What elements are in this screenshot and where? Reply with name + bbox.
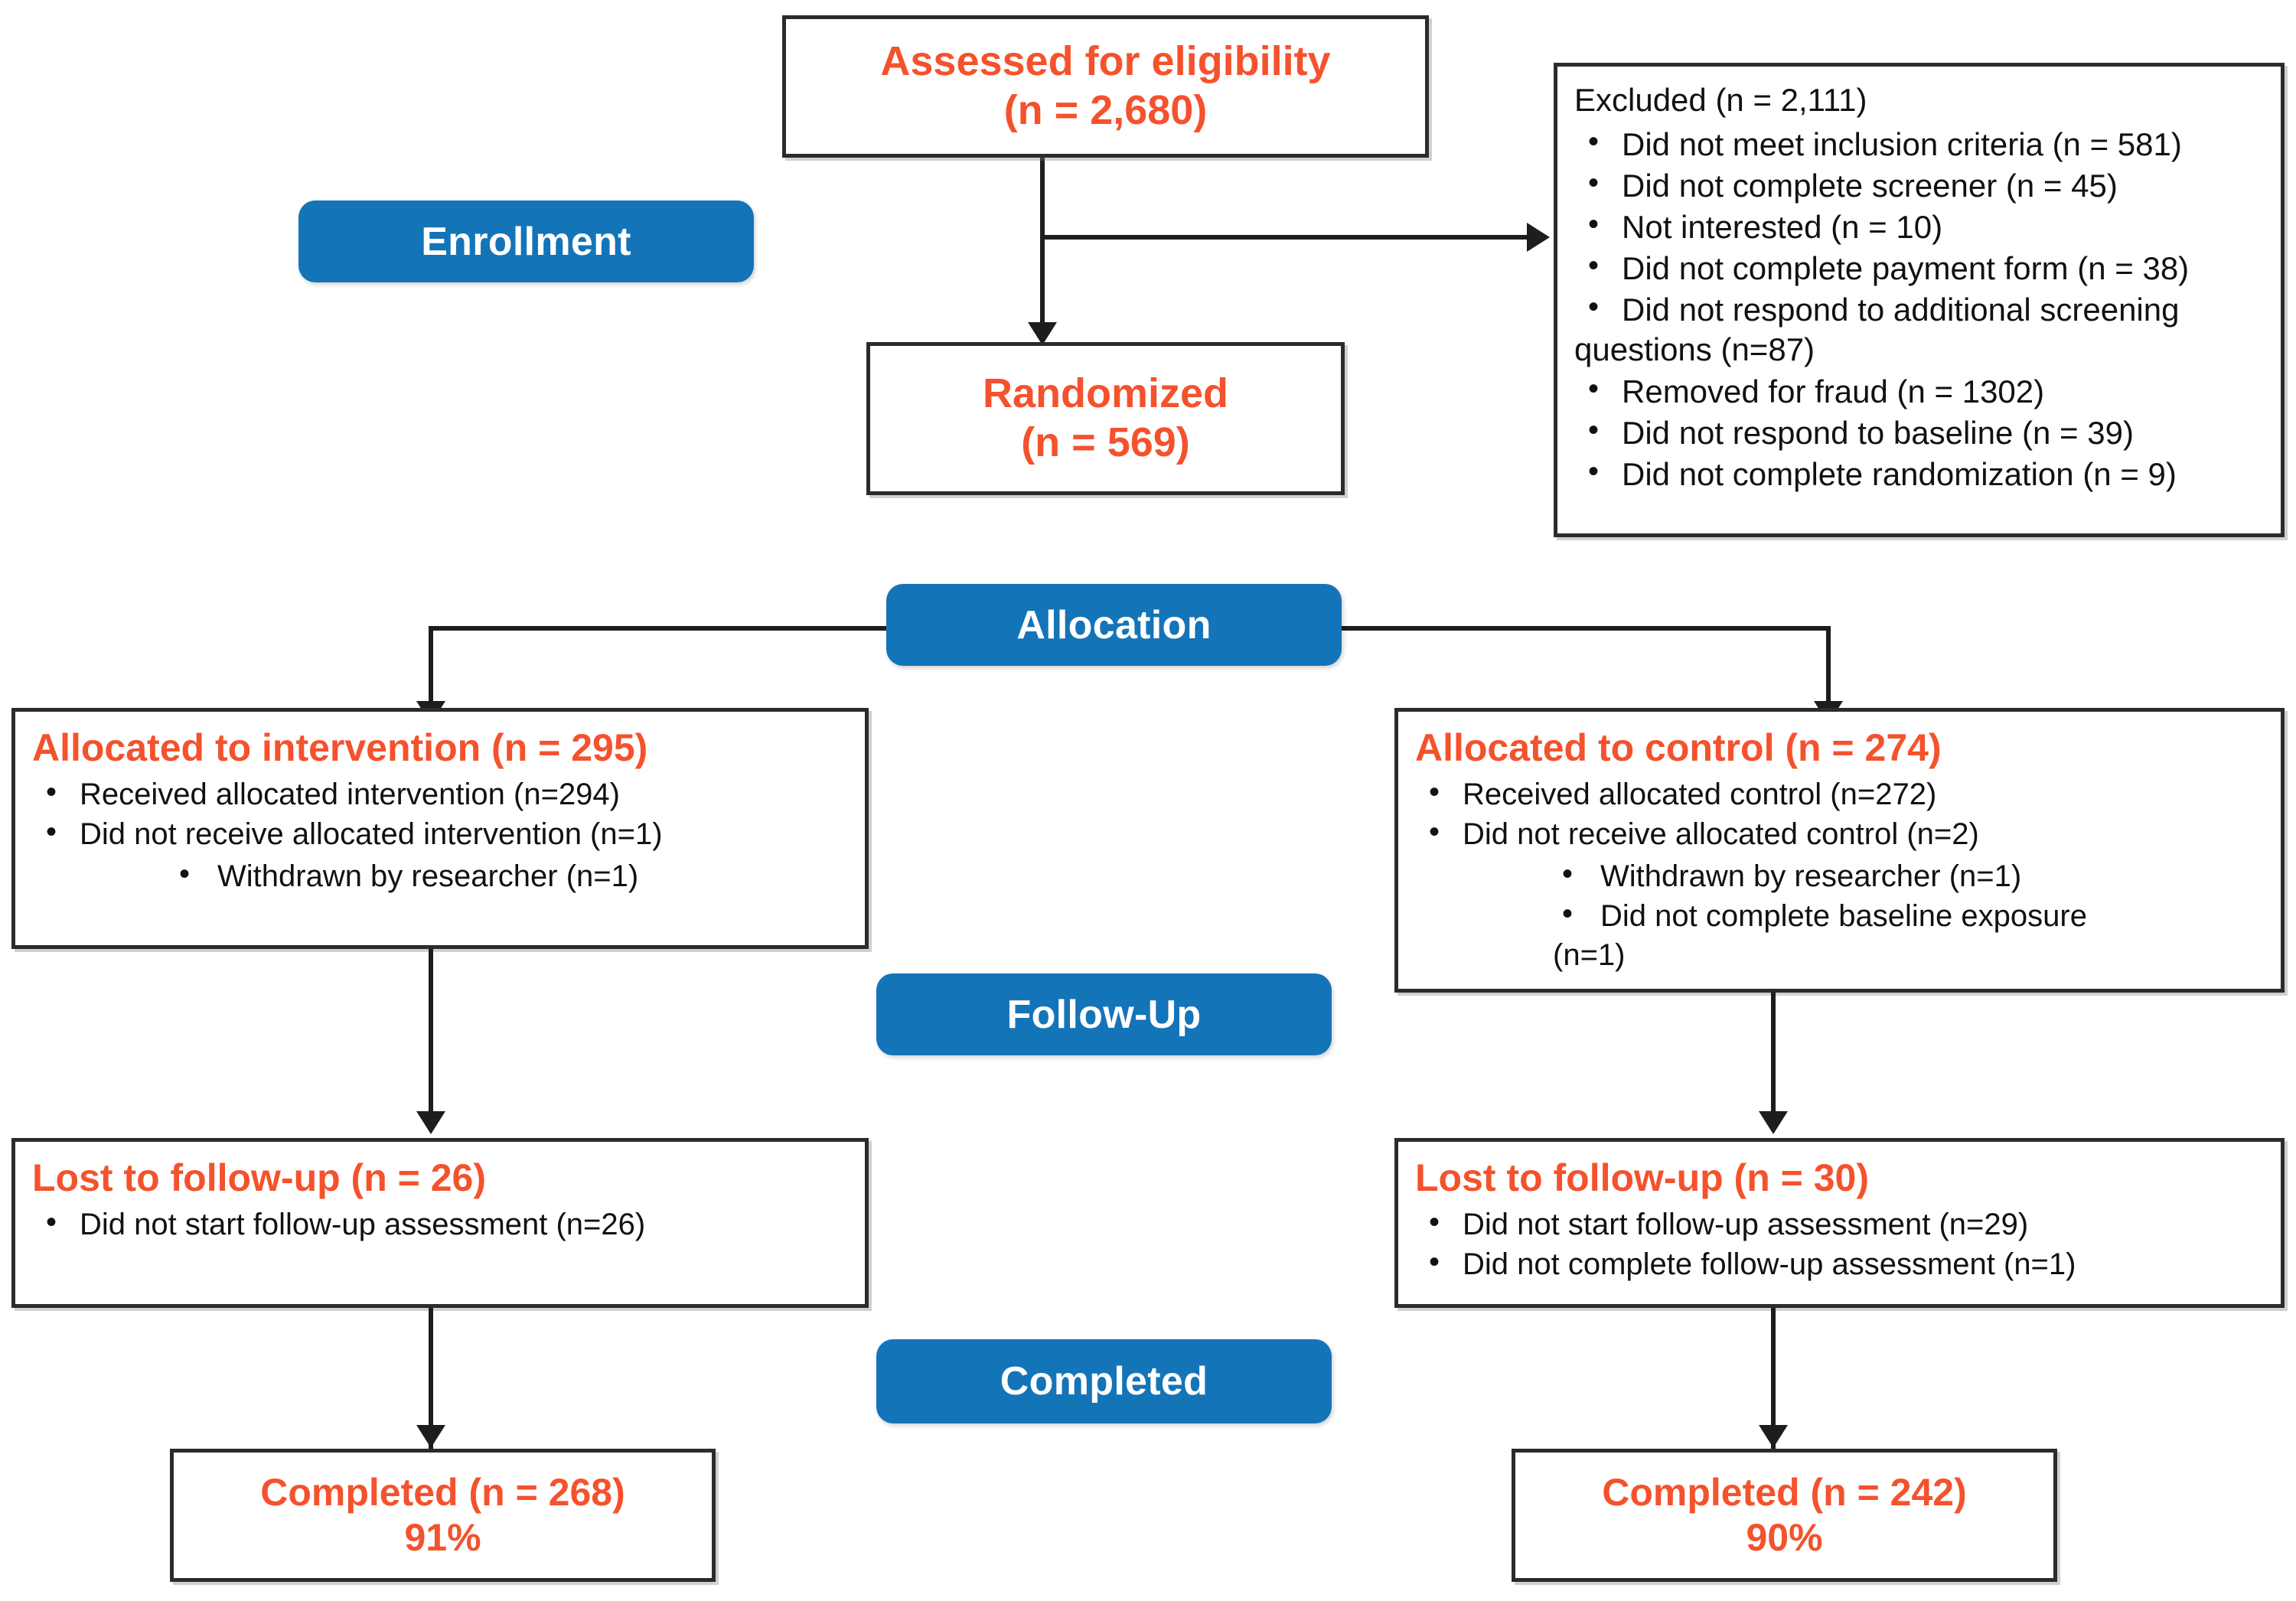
connector-eligibility-to-randomized xyxy=(1040,157,1045,330)
stage-banner-allocation-label: Allocation xyxy=(1016,602,1212,647)
connector-intervention-to-completed xyxy=(429,1308,433,1452)
stage-banner-allocation: Allocation xyxy=(886,584,1342,666)
excluded-title: Excluded (n = 2,111) xyxy=(1574,82,1867,118)
randomized-count: (n = 569) xyxy=(1021,419,1190,465)
connector-allocation-right-drop xyxy=(1826,626,1831,709)
list-item: Did not complete payment form (n = 38) xyxy=(1574,247,2265,289)
stage-banner-follow-up: Follow-Up xyxy=(876,973,1332,1055)
connector-to-excluded xyxy=(1040,235,1528,240)
completed-intervention-box: Completed (n = 268) 91% xyxy=(170,1449,716,1582)
arrowhead-to-intervention-completed xyxy=(416,1425,445,1448)
randomized-box: Randomized (n = 569) xyxy=(866,342,1345,495)
stage-banner-enrollment: Enrollment xyxy=(298,201,754,282)
lost-followup-intervention-title: Lost to follow-up (n = 26) xyxy=(32,1156,486,1199)
completed-control-title: Completed (n = 242) xyxy=(1602,1471,1967,1514)
allocated-intervention-sublist: Withdrawn by researcher (n=1) xyxy=(170,856,850,895)
completed-intervention-title: Completed (n = 268) xyxy=(260,1471,625,1514)
completed-intervention-percent: 91% xyxy=(404,1516,481,1559)
stage-banner-completed: Completed xyxy=(876,1339,1332,1423)
list-item-line1: Did not respond to additional screening xyxy=(1622,292,2180,328)
lost-followup-control-list: Did not start follow-up assessment (n=29… xyxy=(1415,1204,2265,1284)
list-item: Did not respond to additional screening … xyxy=(1574,289,2265,370)
list-item: Did not complete follow-up assessment (n… xyxy=(1415,1244,2265,1283)
excluded-box: Excluded (n = 2,111) Did not meet inclus… xyxy=(1554,63,2285,537)
connector-intervention-to-lost xyxy=(429,949,433,1115)
arrowhead-to-excluded xyxy=(1527,223,1550,252)
list-item: Did not respond to baseline (n = 39) xyxy=(1574,412,2265,453)
list-item: Did not complete screener (n = 45) xyxy=(1574,165,2265,206)
list-item-line2: (n=1) xyxy=(1553,937,1626,972)
list-item: Did not receive allocated intervention (… xyxy=(32,814,850,853)
lost-followup-control-box: Lost to follow-up (n = 30) Did not start… xyxy=(1394,1138,2285,1308)
eligibility-count: (n = 2,680) xyxy=(1003,87,1208,133)
allocated-control-title: Allocated to control (n = 274) xyxy=(1415,726,1942,769)
list-item: Did not receive allocated control (n=2) xyxy=(1415,814,2265,853)
randomized-title: Randomized xyxy=(982,370,1229,417)
lost-followup-control-title: Lost to follow-up (n = 30) xyxy=(1415,1156,1869,1199)
stage-banner-enrollment-label: Enrollment xyxy=(421,219,631,264)
arrowhead-to-control-lost xyxy=(1759,1111,1788,1134)
list-item: Not interested (n = 10) xyxy=(1574,206,2265,247)
excluded-reason-list: Did not meet inclusion criteria (n = 581… xyxy=(1574,123,2265,494)
assessed-for-eligibility-box: Assessed for eligibility (n = 2,680) xyxy=(782,15,1429,158)
list-item: Removed for fraud (n = 1302) xyxy=(1574,370,2265,412)
list-item: Did not start follow-up assessment (n=29… xyxy=(1415,1204,2265,1244)
allocated-control-sublist: Withdrawn by researcher (n=1) Did not co… xyxy=(1553,856,2265,974)
connector-control-to-lost xyxy=(1771,993,1776,1115)
allocated-intervention-box: Allocated to intervention (n = 295) Rece… xyxy=(11,708,869,949)
allocated-control-list: Received allocated control (n=272) Did n… xyxy=(1415,774,2265,854)
connector-control-to-completed xyxy=(1771,1308,1776,1452)
list-item: Did not start follow-up assessment (n=26… xyxy=(32,1204,850,1244)
allocated-intervention-title: Allocated to intervention (n = 295) xyxy=(32,726,648,769)
lost-followup-intervention-box: Lost to follow-up (n = 26) Did not start… xyxy=(11,1138,869,1308)
arrowhead-to-randomized xyxy=(1028,322,1057,345)
allocated-control-box: Allocated to control (n = 274) Received … xyxy=(1394,708,2285,993)
list-item-line1: Did not complete baseline exposure xyxy=(1600,899,2087,934)
list-item: Received allocated intervention (n=294) xyxy=(32,774,850,814)
completed-control-percent: 90% xyxy=(1746,1516,1823,1559)
eligibility-title: Assessed for eligibility xyxy=(880,38,1331,85)
stage-banner-follow-up-label: Follow-Up xyxy=(1006,992,1202,1037)
list-item: Did not meet inclusion criteria (n = 581… xyxy=(1574,123,2265,165)
list-item-line2: questions (n=87) xyxy=(1574,331,1815,368)
list-item: Did not complete randomization (n = 9) xyxy=(1574,453,2265,494)
allocated-intervention-list: Received allocated intervention (n=294) … xyxy=(32,774,850,854)
completed-control-box: Completed (n = 242) 90% xyxy=(1512,1449,2057,1582)
list-item: Withdrawn by researcher (n=1) xyxy=(1553,856,2265,895)
arrowhead-to-intervention-lost xyxy=(416,1111,445,1134)
list-item: Withdrawn by researcher (n=1) xyxy=(170,856,850,895)
list-item: Received allocated control (n=272) xyxy=(1415,774,2265,814)
lost-followup-intervention-list: Did not start follow-up assessment (n=26… xyxy=(32,1204,850,1244)
connector-allocation-left-drop xyxy=(429,626,433,709)
arrowhead-to-control-completed xyxy=(1759,1425,1788,1448)
stage-banner-completed-label: Completed xyxy=(1000,1359,1208,1404)
list-item: Did not complete baseline exposure (n=1) xyxy=(1553,895,2265,974)
